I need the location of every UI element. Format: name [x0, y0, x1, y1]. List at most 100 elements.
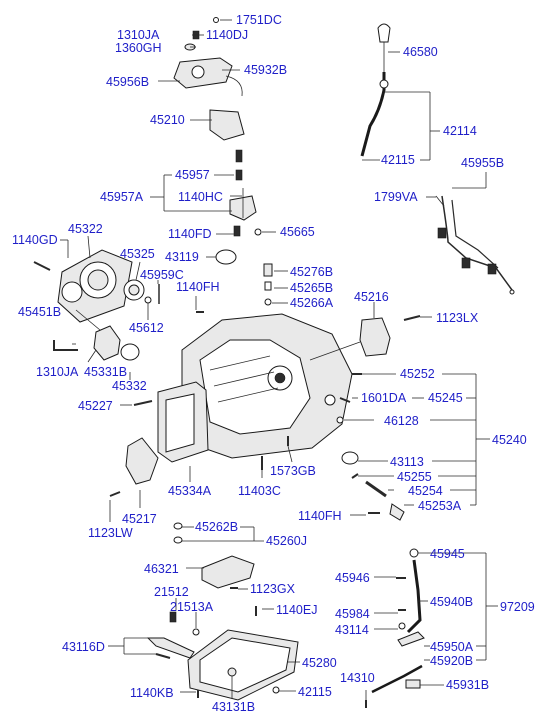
cover-45334a-inner	[165, 393, 195, 453]
part-label-1140fh[interactable]: 1140FH	[176, 280, 220, 294]
seal-43113	[341, 451, 359, 465]
part-label-45932b[interactable]: 45932B	[244, 63, 287, 77]
part-label-1360gh[interactable]: 1360GH	[115, 41, 162, 55]
part-illustrations	[33, 17, 515, 708]
part-label-46321[interactable]: 46321	[144, 562, 179, 576]
part-label-43131b[interactable]: 43131B	[212, 700, 255, 714]
part-label-45245[interactable]: 45245	[428, 391, 463, 405]
part-label-45227[interactable]: 45227	[78, 399, 113, 413]
part-label-45945[interactable]: 45945	[430, 547, 465, 561]
part-label-45959c[interactable]: 45959C	[140, 268, 184, 282]
pump-gear-side	[61, 281, 83, 303]
part-label-1573gb[interactable]: 1573GB	[270, 464, 316, 478]
part-label-14310[interactable]: 14310	[340, 671, 375, 685]
part-label-1140ej[interactable]: 1140EJ	[276, 603, 317, 617]
part-label-45955b[interactable]: 45955B	[461, 156, 504, 170]
part-label-45262b[interactable]: 45262B	[195, 520, 238, 534]
part-label-43119[interactable]: 43119	[165, 250, 199, 264]
part-label-45216[interactable]: 45216	[354, 290, 389, 304]
part-label-1140fd[interactable]: 1140FD	[168, 227, 212, 241]
part-label-45325[interactable]: 45325	[120, 247, 155, 261]
part-label-1123gx[interactable]: 1123GX	[250, 582, 296, 596]
part-label-45451b[interactable]: 45451B	[18, 305, 61, 319]
part-label-45940b[interactable]: 45940B	[430, 595, 473, 609]
part-label-45946[interactable]: 45946	[335, 571, 370, 585]
part-label-45331b[interactable]: 45331B	[84, 365, 127, 379]
part-label-1140hc[interactable]: 1140HC	[178, 190, 223, 204]
washer-46128	[336, 416, 344, 424]
part-label-43116d[interactable]: 43116D	[62, 640, 105, 654]
part-label-45984[interactable]: 45984	[335, 607, 370, 621]
part-label-45334a[interactable]: 45334A	[168, 484, 212, 498]
solenoid-45331b	[93, 325, 121, 361]
washer-43114	[398, 622, 406, 630]
part-label-45956b[interactable]: 45956B	[106, 75, 149, 89]
part-label-42115-bot[interactable]: 42115	[298, 685, 332, 699]
bolt-1140gd	[33, 261, 51, 271]
part-label-45931b[interactable]: 45931B	[446, 678, 489, 692]
harness-45955b	[441, 195, 513, 291]
part-label-1123lw[interactable]: 1123LW	[88, 526, 133, 540]
part-label-42114[interactable]: 42114	[443, 124, 477, 138]
part-label-11403c[interactable]: 11403C	[238, 484, 281, 498]
part-label-45276b[interactable]: 45276B	[290, 265, 333, 279]
bolt-45210	[235, 149, 243, 163]
gasket-45262b	[173, 522, 183, 530]
part-label-45266a[interactable]: 45266A	[290, 296, 334, 310]
case-port	[324, 394, 336, 406]
part-label-1140gd[interactable]: 1140GD	[12, 233, 58, 247]
part-label-45957[interactable]: 45957	[175, 168, 210, 182]
part-label-45957a[interactable]: 45957A	[100, 190, 144, 204]
part-label-1140dj[interactable]: 1140DJ	[206, 28, 248, 42]
pin-45665	[254, 228, 262, 236]
part-label-45322[interactable]: 45322	[68, 222, 103, 236]
connector-c	[487, 263, 497, 275]
bracket-45216	[359, 317, 391, 357]
part-label-1799va[interactable]: 1799VA	[374, 190, 418, 204]
part-label-1310ja-top[interactable]: 1310JA	[117, 28, 160, 42]
part-label-1310ja-mid[interactable]: 1310JA	[36, 365, 79, 379]
part-label-45332[interactable]: 45332	[112, 379, 147, 393]
part-label-45254[interactable]: 45254	[408, 484, 443, 498]
part-label-43113[interactable]: 43113	[390, 455, 424, 469]
lever-45940b	[406, 559, 422, 634]
part-label-43114[interactable]: 43114	[335, 623, 369, 637]
part-label-45265b[interactable]: 45265B	[290, 281, 333, 295]
bolt-1310ja	[53, 340, 78, 351]
dipstick-seal	[379, 79, 389, 89]
part-label-45253a[interactable]: 45253A	[418, 499, 462, 513]
oil-pan-inner	[199, 637, 291, 693]
part-label-21512[interactable]: 21512	[154, 585, 189, 599]
part-label-45255[interactable]: 45255	[397, 470, 432, 484]
drain-plug-43131b	[227, 667, 237, 677]
part-label-1123lx[interactable]: 1123LX	[436, 311, 479, 325]
part-label-46580[interactable]: 46580	[403, 45, 438, 59]
part-label-1601da[interactable]: 1601DA	[361, 391, 407, 405]
part-label-1751dc[interactable]: 1751DC	[236, 13, 282, 27]
part-label-97209[interactable]: 97209	[500, 600, 535, 614]
part-label-45950a[interactable]: 45950A	[430, 640, 474, 654]
part-label-42115-top[interactable]: 42115	[381, 153, 415, 167]
clip-1799va	[435, 195, 445, 207]
part-label-45920b[interactable]: 45920B	[430, 654, 473, 668]
oring-45332	[120, 343, 140, 361]
nut-45945	[409, 548, 419, 558]
case-inner-wall	[199, 339, 311, 435]
part-label-45280[interactable]: 45280	[302, 656, 337, 670]
part-label-45240[interactable]: 45240	[492, 433, 527, 447]
part-label-21513a[interactable]: 21513A	[170, 600, 214, 614]
part-label-45260j[interactable]: 45260J	[266, 534, 307, 548]
bracket-45217	[125, 437, 159, 485]
part-label-46128[interactable]: 46128	[384, 414, 419, 428]
washer-45266a	[264, 298, 272, 306]
part-label-45252[interactable]: 45252	[400, 367, 435, 381]
part-label-45612[interactable]: 45612	[129, 321, 164, 335]
part-label-1140kb[interactable]: 1140KB	[130, 686, 174, 700]
sensor-45957	[235, 169, 243, 181]
plug-21512	[169, 611, 177, 623]
bolt-45227	[133, 400, 153, 406]
part-label-1140fh-b[interactable]: 1140FH	[298, 509, 342, 523]
part-label-45665[interactable]: 45665	[280, 225, 315, 239]
part-label-45210[interactable]: 45210	[150, 113, 185, 127]
part-label-45217[interactable]: 45217	[122, 512, 157, 526]
